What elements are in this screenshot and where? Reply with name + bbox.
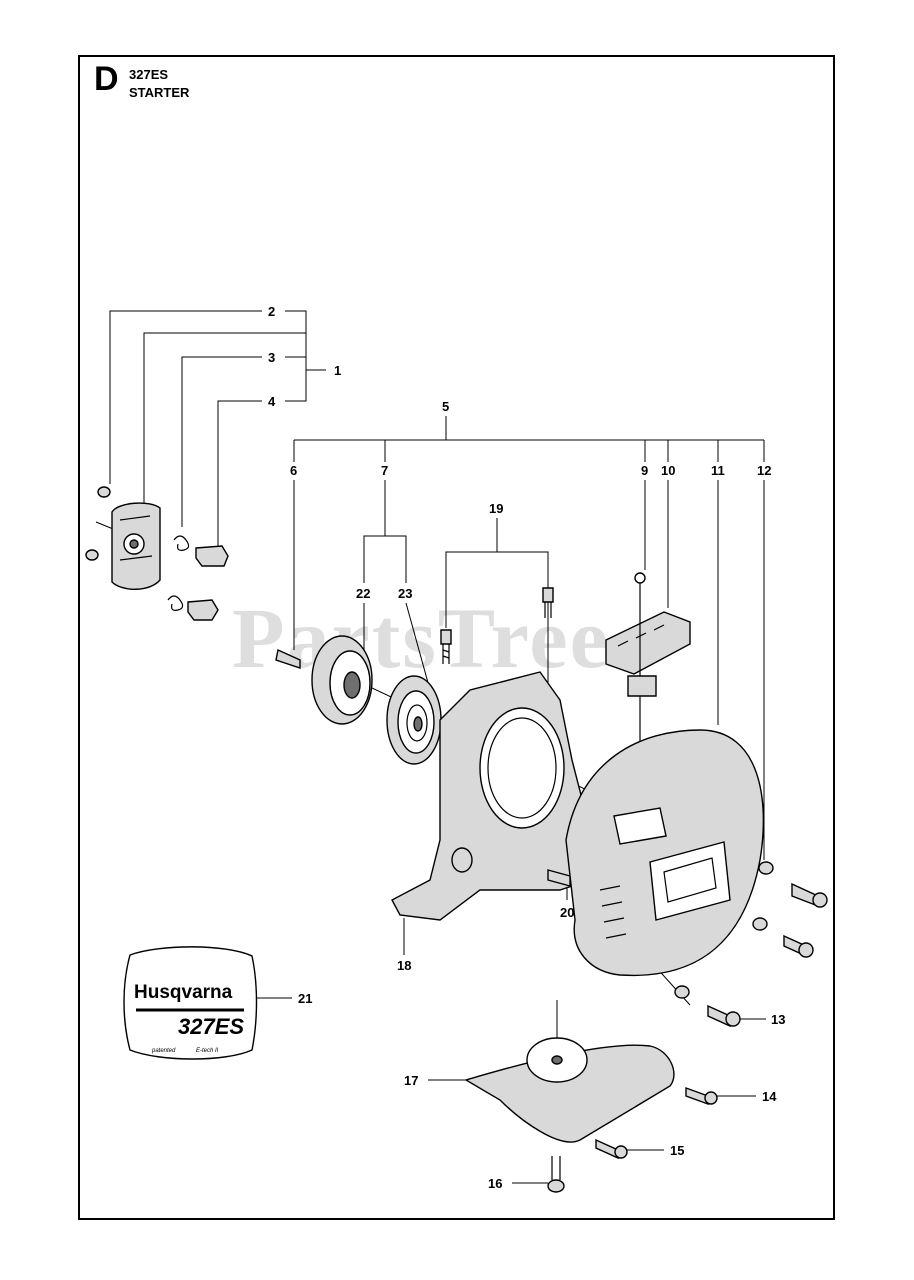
callout-4: 4 [268,394,276,409]
callout-18: 18 [397,958,411,973]
pawl-assembly [85,486,229,621]
fasteners-right [674,861,828,1028]
callout-11: 11 [711,463,725,478]
callout-23: 23 [398,586,412,601]
callout-19: 19 [489,501,503,516]
callout-17: 17 [404,1073,418,1088]
callout-21: 21 [298,991,312,1006]
decal-model-text: 327ES [178,1014,244,1039]
bottom-plate [464,1037,718,1193]
callout-5: 5 [442,399,449,414]
decal-brand-text: Husqvarna [134,982,233,1003]
callout-20: 20 [560,905,574,920]
callout-22: 22 [356,586,370,601]
callout-labels: 2 3 4 1 5 6 7 9 10 11 12 19 22 23 20 18 … [268,304,785,1191]
callout-7: 7 [381,463,388,478]
drawing-frame [78,55,835,1220]
callout-16: 16 [488,1176,502,1191]
pulley-and-spring [275,635,442,765]
callout-3: 3 [268,350,275,365]
fan-cover [565,729,765,977]
brand-decal: Husqvarna 327ES patented E-tech II [123,946,258,1060]
model-title: 327ES [129,67,169,82]
starter-housing [391,587,591,921]
callout-10: 10 [661,463,675,478]
section-letter: D [94,60,119,98]
assembly-title: STARTER [129,85,190,100]
callout-15: 15 [670,1143,684,1158]
callout-12: 12 [757,463,771,478]
callout-2: 2 [268,304,275,319]
callout-6: 6 [290,463,297,478]
callout-13: 13 [771,1012,785,1027]
leader-lines [95,310,766,1184]
callout-14: 14 [762,1089,777,1104]
callout-1: 1 [334,363,341,378]
decal-etech-text: E-tech II [196,1048,219,1054]
callout-9: 9 [641,463,648,478]
decal-patented-text: patented [151,1048,176,1054]
